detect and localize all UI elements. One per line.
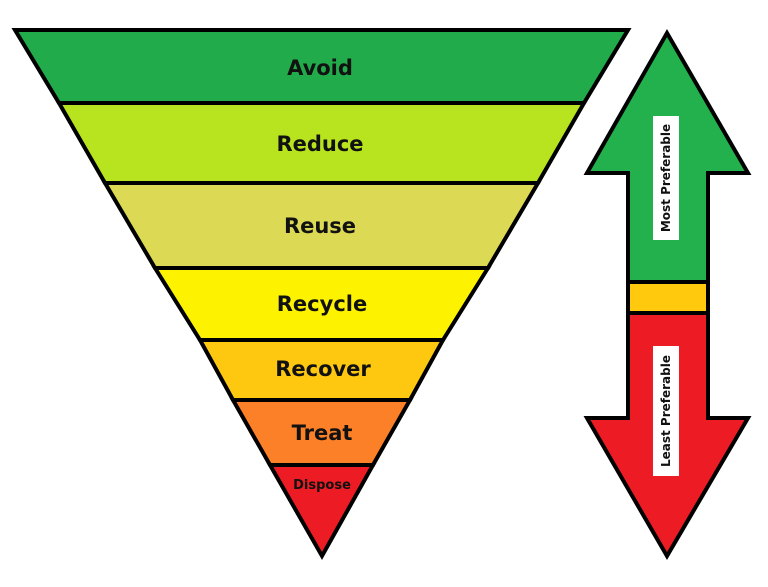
level-reduce-label: Reduce: [276, 132, 363, 156]
most-preferable-label: Most Preferable: [659, 124, 673, 232]
level-dispose-band: [266, 463, 377, 561]
level-avoid-label: Avoid: [287, 56, 353, 80]
most-preferable-label-box: [653, 116, 679, 240]
preference-arrow: Most Preferable Least Preferable: [583, 28, 752, 560]
level-recycle-label: Recycle: [277, 292, 367, 316]
arrow-middle-band: [626, 280, 710, 315]
inverted-pyramid: Avoid Reduce Reuse Recycle Recover Treat…: [11, 28, 632, 561]
least-preferable-label-box: [653, 346, 679, 476]
level-reuse-label: Reuse: [284, 214, 356, 238]
level-recover-label: Recover: [275, 357, 371, 381]
level-treat-label: Treat: [292, 421, 353, 445]
least-preferable-label: Least Preferable: [659, 355, 673, 467]
level-dispose-label: Dispose: [293, 478, 351, 493]
